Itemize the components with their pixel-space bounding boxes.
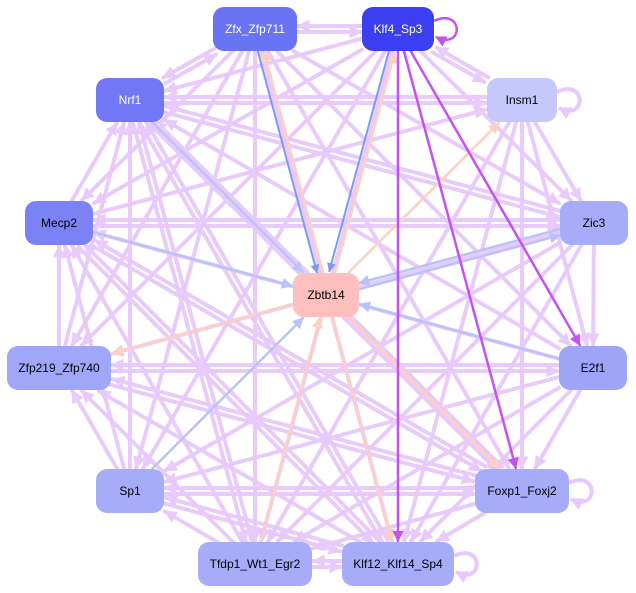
node-tfdp1-wt1-egr2[interactable]: Tfdp1_Wt1_Egr2 (198, 542, 312, 586)
edge-Klf12_Klf14_Sp4-to-Mecp2 (81, 241, 381, 542)
self-loop-Insm1 (556, 87, 582, 119)
edge-Zbtb14-to-Zfx_Zfp711 (261, 49, 325, 274)
node-box[interactable] (559, 346, 627, 390)
edge-Zbtb14-to-Klf4_Sp3 (333, 51, 398, 276)
edge-Zic3-to-Nrf1 (163, 103, 563, 214)
node-label: Zbtb14 (307, 288, 345, 302)
node-box[interactable] (213, 7, 297, 51)
edge-Mecp2-to-Insm1 (91, 106, 488, 216)
edge-Insm1-to-Klf4_Sp3 (434, 45, 491, 80)
node-box[interactable] (342, 542, 454, 586)
edge-Insm1-to-Tfdp1_Wt1_Egr2 (266, 120, 512, 543)
edge-Zbtb14-to-Zfp219_Zfp740 (110, 302, 295, 357)
node-label: Foxp1_Foxj2 (487, 484, 557, 498)
node-e2f1[interactable]: E2f1 (559, 346, 627, 390)
edge-E2f1-to-Foxp1_Foxj2 (533, 388, 583, 470)
edge-Sp1-to-Zfp219_Zfp740 (70, 389, 120, 471)
node-label: Mecp2 (41, 216, 77, 230)
edge-Zbtb14-to-Foxp1_Foxj2 (346, 315, 501, 470)
node-foxp1-foxj2[interactable]: Foxp1_Foxj2 (475, 469, 569, 513)
node-box[interactable] (96, 78, 164, 122)
node-box[interactable] (362, 7, 434, 51)
node-mecp2[interactable]: Mecp2 (25, 201, 93, 245)
edge-Sp1-to-Klf12_Klf14_Sp4 (161, 501, 343, 555)
edge-Tfdp1_Wt1_Egr2-to-Sp1 (163, 509, 220, 544)
edge-Nrf1-to-Zic3 (161, 109, 561, 220)
edge-Foxp1_Foxj2-to-Klf12_Klf14_Sp4 (435, 511, 487, 543)
node-label: Insm1 (506, 93, 539, 107)
node-nrf1[interactable]: Nrf1 (96, 78, 164, 122)
edge-Zic3-to-Sp1 (163, 240, 562, 473)
edge-Klf4_Sp3-to-Nrf1 (163, 36, 364, 94)
node-label: Klf4_Sp3 (374, 22, 423, 36)
edge-Mecp2-to-Foxp1_Foxj2 (89, 243, 483, 473)
edge-Klf4_Sp3-to-Foxp1_Foxj2 (402, 49, 519, 470)
node-zfx-zfp711[interactable]: Zfx_Zfp711 (213, 7, 297, 51)
edge-Nrf1-to-Zfx_Zfp711 (163, 52, 218, 86)
node-klf4-sp3[interactable]: Klf4_Sp3 (362, 7, 434, 51)
edge-Sp1-to-Zbtb14 (150, 316, 305, 471)
edge-Zic3-to-E2f1 (586, 243, 600, 347)
node-label: Klf12_Klf14_Sp4 (353, 557, 443, 571)
node-klf12-klf14-sp4[interactable]: Klf12_Klf14_Sp4 (342, 542, 454, 586)
edge-E2f1-to-Nrf1 (163, 118, 561, 351)
self-loop-Foxp1_Foxj2 (568, 478, 594, 510)
edge-Foxp1_Foxj2-to-Zfp219_Zfp740 (110, 375, 478, 478)
edge-Nrf1-to-Klf12_Klf14_Sp4 (138, 121, 385, 545)
edge-Foxp1_Foxj2-to-Tfdp1_Wt1_Egr2 (311, 501, 477, 552)
node-box[interactable] (96, 469, 164, 513)
edge-Zfp219_Zfp740-to-Foxp1_Foxj2 (108, 382, 476, 485)
node-label: Tfdp1_Wt1_Egr2 (210, 557, 301, 571)
node-zbtb14[interactable]: Zbtb14 (293, 273, 359, 317)
edge-Klf4_Sp3-to-Mecp2 (92, 47, 364, 205)
edge-Tfdp1_Wt1_Egr2-to-Zbtb14 (259, 316, 323, 544)
node-box[interactable] (487, 78, 557, 122)
node-label: Zfx_Zfp711 (225, 22, 285, 36)
edge-Nrf1-to-Zbtb14 (150, 120, 305, 274)
self-loop-Klf12_Klf14_Sp4 (453, 551, 479, 583)
node-zfp219-zfp740[interactable]: Zfp219_Zfp740 (7, 346, 111, 390)
edge-E2f1-to-Zbtb14 (358, 301, 561, 360)
edge-Klf4_Sp3-to-Insm1 (430, 50, 487, 84)
nodes-layer: Zfx_Zfp711 Klf4_Sp3Insm1Zic3E2f1Foxp1_Fox… (7, 7, 628, 586)
node-label: Zic3 (583, 216, 606, 230)
edge-Zbtb14-to-Insm1 (346, 121, 501, 275)
node-label: E2f1 (581, 361, 606, 375)
node-box[interactable] (25, 201, 93, 245)
node-box[interactable] (293, 273, 359, 317)
edge-Zfx_Zfp711-to-Zbtb14 (256, 50, 320, 274)
node-label: Sp1 (119, 484, 141, 498)
edge-Klf12_Klf14_Sp4-to-Zfp219_Zfp740 (96, 389, 362, 544)
edge-Klf4_Sp3-to-Zbtb14 (327, 49, 391, 273)
node-box[interactable] (475, 469, 569, 513)
edge-Zfx_Zfp711-to-Nrf1 (161, 46, 217, 80)
self-loop-Klf4_Sp3 (433, 17, 458, 47)
edge-Klf4_Sp3-to-Sp1 (141, 49, 388, 470)
edge-Zfp219_Zfp740-to-Nrf1 (62, 121, 128, 348)
node-insm1[interactable]: Insm1 (487, 78, 557, 122)
node-box[interactable] (198, 542, 312, 586)
edges-layer (52, 19, 600, 574)
edge-Mecp2-to-Nrf1 (69, 121, 119, 203)
edge-Foxp1_Foxj2-to-Mecp2 (93, 238, 488, 469)
edge-Insm1-to-Zic3 (532, 120, 583, 202)
self-loops-layer (433, 17, 594, 583)
node-box[interactable] (560, 201, 628, 245)
node-box[interactable] (7, 346, 111, 390)
node-label: Nrf1 (119, 93, 142, 107)
edge-Mecp2-to-Zbtb14 (91, 230, 294, 289)
node-label: Zfp219_Zfp740 (18, 361, 100, 375)
node-sp1[interactable]: Sp1 (96, 469, 164, 513)
edge-Klf4_Sp3-to-E2f1 (409, 49, 582, 347)
node-zic3[interactable]: Zic3 (560, 201, 628, 245)
edge-Klf12_Klf14_Sp4-to-Nrf1 (143, 119, 390, 543)
edge-Zbtb14-to-Klf12_Klf14_Sp4 (330, 315, 395, 543)
